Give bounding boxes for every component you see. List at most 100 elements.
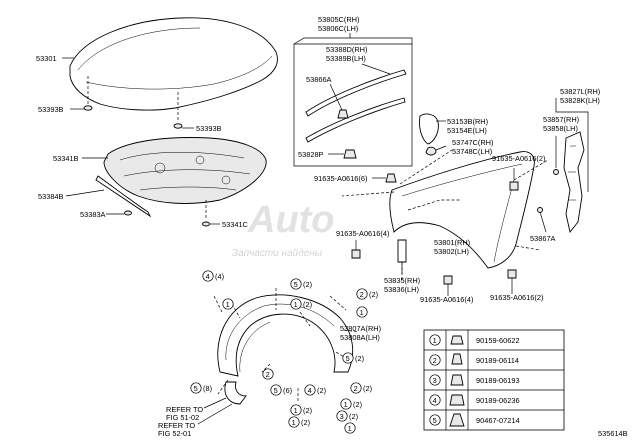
watermark-subtitle: Запчасти найдены — [232, 248, 323, 259]
fender-extension — [419, 113, 439, 145]
cowl-group: 53805C(RH) 53806C(LH) 53388D(RH) 53389B(… — [293, 15, 413, 167]
label-cowl-rh: 53805C(RH) — [318, 15, 360, 24]
hood-insulator — [103, 137, 267, 204]
label-insulator-clip: 53341C — [222, 220, 249, 229]
svg-text:1: 1 — [433, 336, 437, 345]
callout: 2 — [262, 368, 274, 380]
label-liner-lh: 53836(LH) — [384, 285, 419, 294]
svg-text:5: 5 — [274, 386, 278, 395]
svg-text:90467-07214: 90467-07214 — [476, 416, 520, 425]
svg-text:(2): (2) — [355, 354, 364, 363]
label-fender-rh: 53801(RH) — [434, 238, 470, 247]
svg-text:(2): (2) — [353, 400, 362, 409]
fender-group: 91635-A0616(6) 91635-A0616(2) 53801(RH) … — [314, 149, 549, 304]
svg-text:5: 5 — [194, 384, 198, 393]
callout: 1(2) — [340, 398, 362, 410]
callout: 1 (2) — [290, 298, 312, 310]
label-refer-b2: FIG 52-01 — [158, 429, 191, 438]
svg-text:90159-60622: 90159-60622 — [476, 336, 520, 345]
svg-text:2: 2 — [433, 356, 437, 365]
label-shield-rh: 53807A(RH) — [340, 324, 381, 333]
hood-seal — [95, 175, 152, 218]
svg-text:4: 4 — [308, 386, 312, 395]
watermark-brand: Auto — [247, 199, 335, 241]
hood-cushion-left — [83, 105, 93, 111]
svg-text:(2): (2) — [303, 280, 312, 289]
callout: 5 (2) — [342, 352, 364, 364]
label-ext-rh: 53153B(RH) — [447, 117, 488, 126]
label-fender-lh: 53802(LH) — [434, 247, 469, 256]
svg-text:(2): (2) — [301, 418, 310, 427]
svg-text:3: 3 — [433, 376, 437, 385]
svg-text:2: 2 — [354, 384, 358, 393]
svg-text:(2): (2) — [363, 384, 372, 393]
table-row: 5 90467-07214 — [429, 413, 520, 427]
callout: 1 (2) — [288, 416, 310, 428]
label-seal-a: 53384B — [38, 192, 64, 201]
svg-text:1: 1 — [294, 300, 298, 309]
callout: 5 (2) — [290, 278, 312, 290]
callout: 4 (2) — [304, 384, 326, 396]
svg-text:5: 5 — [346, 354, 350, 363]
diagram-code: 535614B — [598, 429, 628, 438]
label-protector-lh: 53858(LH) — [543, 124, 578, 133]
label-seal-866: 53866A — [306, 75, 332, 84]
insulator-clip — [202, 221, 210, 227]
label-bolt-4: 91635-A0616(4) — [336, 229, 389, 238]
svg-text:(6): (6) — [283, 386, 292, 395]
label-hood: 53301 — [36, 54, 57, 63]
clip-828 — [343, 149, 357, 159]
bracket-group: 53827L(RH) 53828K(LH) 53857(RH) 53858(LH… — [530, 87, 600, 243]
label-shield-lh: 53808A(LH) — [340, 333, 380, 342]
svg-text:1: 1 — [348, 424, 352, 433]
svg-text:1: 1 — [294, 406, 298, 415]
callout: 5 (6) — [270, 384, 292, 396]
cowl-seal — [305, 97, 406, 143]
svg-text:90189-06236: 90189-06236 — [476, 396, 520, 405]
table-row: 2 90189-06114 — [429, 353, 519, 366]
svg-text:4: 4 — [433, 396, 437, 405]
label-ext-lh: 53154E(LH) — [447, 126, 487, 135]
label-refer-a1: REFER TO — [166, 405, 203, 414]
svg-text:4: 4 — [206, 272, 210, 281]
fender-bracket — [563, 131, 585, 234]
svg-text:3: 3 — [340, 412, 344, 421]
label-hood-cushion-l: 53393B — [38, 105, 64, 114]
label-cowl-lh: 53806C(LH) — [318, 24, 358, 33]
label-bolt-2b: 91635-A0616(2) — [490, 293, 543, 302]
svg-text:(8): (8) — [203, 384, 212, 393]
label-hood-cushion-r: 53393B — [196, 124, 222, 133]
label-bolt-4b: 91635-A0616(4) — [420, 295, 473, 304]
callout: 3(2) — [336, 410, 358, 422]
clip-icon — [449, 413, 465, 427]
label-bolt-6: 91635-A0616(6) — [314, 174, 367, 183]
callout: 4 (4) — [202, 270, 224, 282]
table-row: 3 90189-06193 — [429, 374, 520, 386]
svg-text:1: 1 — [226, 300, 230, 309]
svg-text:2: 2 — [360, 290, 364, 299]
front-fender-shield — [224, 381, 247, 405]
cowl-molding — [305, 69, 407, 117]
svg-text:1: 1 — [292, 418, 296, 427]
label-insulator: 53341B — [53, 154, 79, 163]
label-bolt-2a: 91635-A0616(2) — [492, 154, 545, 163]
svg-text:(2): (2) — [303, 300, 312, 309]
label-bracket-rh: 53827L(RH) — [560, 87, 600, 96]
callout: 5 (8) — [190, 382, 212, 394]
callouts: 4(4) 1 5(2) 1(2) 2(2) 1 5(2) 2 5(6) 4(2)… — [190, 270, 378, 434]
callout: 2 (2) — [350, 382, 372, 394]
svg-text:(4): (4) — [215, 272, 224, 281]
fender-liner — [217, 294, 354, 377]
front-fender — [389, 151, 535, 269]
label-refer-a2: FIG 51-02 — [166, 413, 199, 422]
svg-text:90189-06114: 90189-06114 — [476, 356, 519, 365]
label-protector-rh: 53857(RH) — [543, 115, 579, 124]
svg-text:5: 5 — [433, 416, 437, 425]
table-row: 1 90159-60622 — [429, 334, 520, 346]
svg-text:(2): (2) — [317, 386, 326, 395]
hood-panel — [69, 17, 278, 111]
watermark: Auto Запчасти найдены — [232, 199, 335, 259]
callout: 1 — [344, 422, 356, 434]
svg-text:5: 5 — [294, 280, 298, 289]
